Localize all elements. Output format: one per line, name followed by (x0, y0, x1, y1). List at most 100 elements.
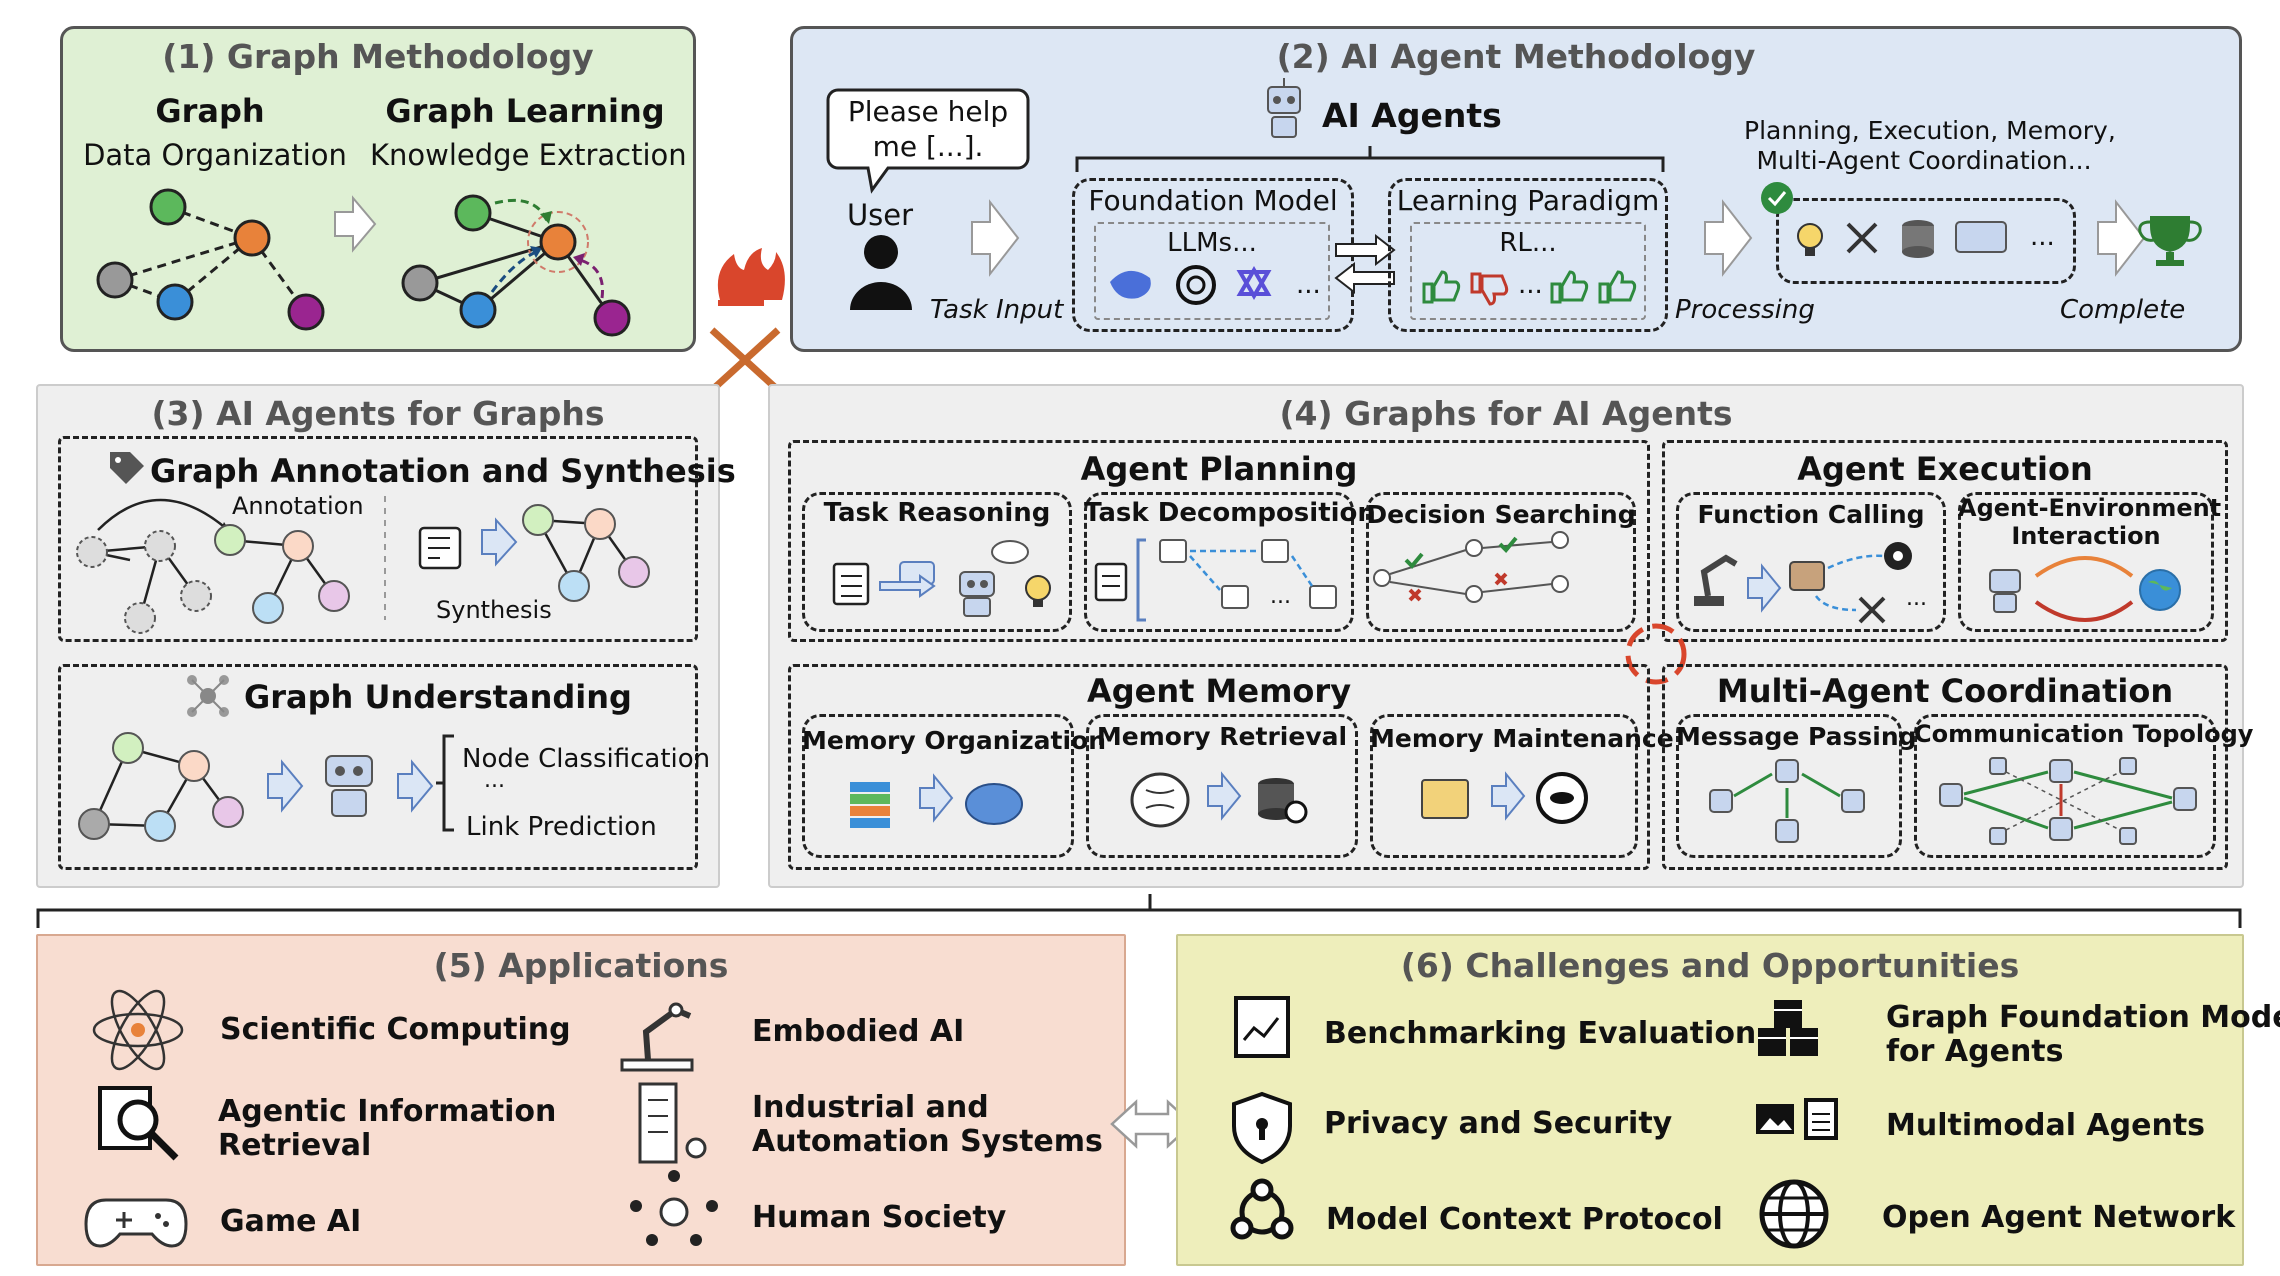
panel-title: (2) AI Agent Methodology (1276, 37, 1756, 76)
graph-subtitle: Data Organization (83, 138, 347, 172)
memory-org-label: Memory Organization (802, 726, 1107, 755)
decision-searching-box (1366, 492, 1636, 632)
app-game-ai: Game AI (220, 1204, 362, 1239)
annotation-graphs (76, 496, 650, 634)
panel-ai-agent-methodology: (2) AI Agent Methodology (790, 26, 2242, 352)
graph-annotation-box (58, 436, 698, 642)
memory-icons (850, 771, 1588, 828)
app-human-society: Human Society (752, 1200, 1007, 1235)
swap-arrows (1334, 233, 1396, 295)
planning-icons (832, 531, 1569, 622)
rl-inner-box (1410, 222, 1646, 320)
challenge-gfm-2: for Agents (1886, 1034, 2064, 1069)
link-prediction-label: Link Prediction (466, 812, 657, 842)
app-agentic-ir-2: Retrieval (218, 1128, 372, 1163)
agent-planning-box (788, 440, 1650, 642)
task-decomposition-dots: ... (1270, 584, 1291, 609)
panel-title: (6) Challenges and Opportunities (1400, 946, 2020, 985)
challenge-mcp: Model Context Protocol (1326, 1202, 1723, 1237)
complete-label: Complete (2060, 295, 2186, 325)
network-icon (187, 675, 229, 717)
task-reasoning-box (802, 492, 1072, 632)
application-icons (84, 989, 718, 1248)
memory-ret-label: Memory Retrieval (1096, 722, 1348, 751)
agent-env-line-1: Agent-Environment (1958, 494, 2222, 522)
processing-label: Processing (1675, 295, 1815, 325)
graph-illustration (96, 188, 631, 337)
app-industrial-1: Industrial and (752, 1090, 989, 1125)
panel-title: (3) AI Agents for Graphs (151, 394, 605, 433)
panel-challenges: (6) Challenges and Opportunities (1176, 934, 2244, 1266)
agent-execution-box (1662, 440, 2228, 642)
memory-maint-box (1370, 714, 1638, 858)
panel-title: (1) Graph Methodology (162, 37, 594, 76)
agent-memory-box (788, 664, 1650, 870)
rl-label: RL... (1499, 228, 1557, 258)
agent-execution-title: Agent Execution (1797, 450, 2093, 488)
llms-label: LLMs... (1167, 228, 1257, 258)
graph-annotation-title: Graph Annotation and Synthesis (150, 452, 736, 490)
message-passing-label: Message Passing (1676, 722, 1917, 751)
panel-title: (5) Applications (433, 946, 729, 985)
graph-learning-subtitle: Knowledge Extraction (370, 138, 687, 172)
foundation-model-title: Foundation Model (1088, 184, 1338, 217)
function-calling-dots: ... (1906, 586, 1927, 611)
user-icon (850, 235, 912, 310)
llm-dots: ... (1296, 270, 1321, 300)
app-industrial-2: Automation Systems (752, 1124, 1103, 1159)
task-decomposition-label: Task Decomposition (1084, 498, 1376, 528)
bubble-line-2: me [...]. (872, 130, 984, 163)
agent-memory-title: Agent Memory (1086, 672, 1352, 710)
ai-agents-title: AI Agents (1322, 96, 1502, 135)
learning-paradigm-box (1388, 178, 1668, 332)
capabilities-dots: ... (2030, 222, 2055, 252)
annotation-label: Annotation (232, 492, 364, 520)
agent-env-line-2: Interaction (2011, 522, 2161, 550)
task-reasoning-label: Task Reasoning (823, 498, 1051, 528)
robot-icon (1267, 78, 1301, 138)
challenge-privacy: Privacy and Security (1324, 1106, 1673, 1141)
multi-agent-box (1662, 664, 2228, 870)
capability-icons (1761, 182, 2007, 258)
function-calling-box (1676, 492, 1946, 632)
understanding-graph (78, 732, 454, 842)
rl-dots: ... (1518, 270, 1543, 300)
understanding-dots: ... (484, 768, 505, 793)
user-label: User (846, 198, 914, 232)
pem-line-1: Planning, Execution, Memory, (1744, 116, 2116, 145)
graph-learning-title: Graph Learning (385, 92, 665, 130)
capabilities-box (1776, 198, 2076, 284)
learning-paradigm-title: Learning Paradigm (1396, 184, 1660, 217)
comm-topology-label: Communication Topology (1914, 720, 2254, 748)
app-scientific-computing: Scientific Computing (220, 1012, 571, 1047)
arrow-complete (2097, 199, 2146, 277)
comm-topology-box (1914, 714, 2216, 858)
multi-agent-title: Multi-Agent Coordination (1716, 672, 2174, 710)
speech-bubble (826, 88, 1030, 194)
challenge-gfm-1: Graph Foundation Models (1886, 1000, 2280, 1035)
panel-agents-for-graphs: (3) AI Agents for Graphs (36, 384, 720, 888)
panel-applications: (5) Applications (36, 934, 1126, 1266)
function-calling-label: Function Calling (1697, 500, 1925, 529)
tag-icon (110, 452, 144, 484)
cycle-icon (1625, 623, 1687, 685)
challenge-multimodal: Multimodal Agents (1886, 1108, 2206, 1143)
arrow-to-agents (971, 199, 1020, 277)
execution-icons (1694, 542, 2181, 624)
bubble-line-1: Please help (847, 95, 1009, 128)
feedback-thumbs (1422, 270, 1637, 306)
pem-line-2: Multi-Agent Coordination... (1756, 146, 2092, 175)
agent-env-box (1958, 492, 2214, 632)
trophy-icon (2138, 216, 2202, 266)
arrow-processing (1704, 199, 1753, 277)
graph-understanding-title: Graph Understanding (244, 678, 632, 716)
memory-org-box (802, 714, 1074, 858)
node-classification-label: Node Classification (462, 744, 711, 774)
coordination-icons (1709, 757, 2197, 845)
task-decomposition-box (1084, 492, 1354, 632)
llm-inner-box (1094, 222, 1330, 320)
app-embodied-ai: Embodied AI (752, 1014, 965, 1049)
panel-title: (4) Graphs for AI Agents (1279, 394, 1733, 433)
challenge-benchmarking: Benchmarking Evaluation (1324, 1016, 1757, 1051)
